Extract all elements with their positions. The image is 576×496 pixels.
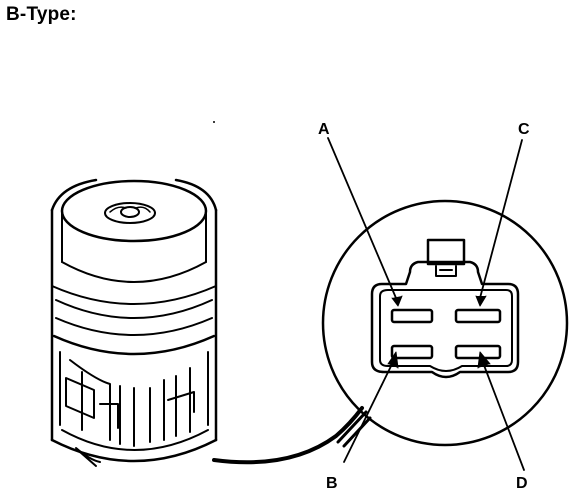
- pin-label-b: B: [326, 475, 338, 492]
- connector-face: [321, 199, 569, 447]
- terminal-b: [390, 344, 434, 360]
- terminal-d: [454, 344, 502, 360]
- pin-label-c: C: [518, 121, 530, 138]
- pin-label-a: A: [318, 121, 330, 138]
- diagram-title: B-Type:: [6, 4, 77, 25]
- speck: [213, 121, 215, 123]
- relay-body: [50, 178, 218, 467]
- terminal-c: [454, 308, 502, 324]
- leader-b: [343, 359, 395, 463]
- leader-lines: [327, 137, 525, 471]
- pin-label-d: D: [516, 475, 528, 492]
- wire-harness: [212, 406, 372, 465]
- terminal-a: [390, 308, 434, 324]
- leader-c: [479, 139, 523, 299]
- leader-a: [327, 137, 397, 299]
- leader-d: [481, 359, 525, 471]
